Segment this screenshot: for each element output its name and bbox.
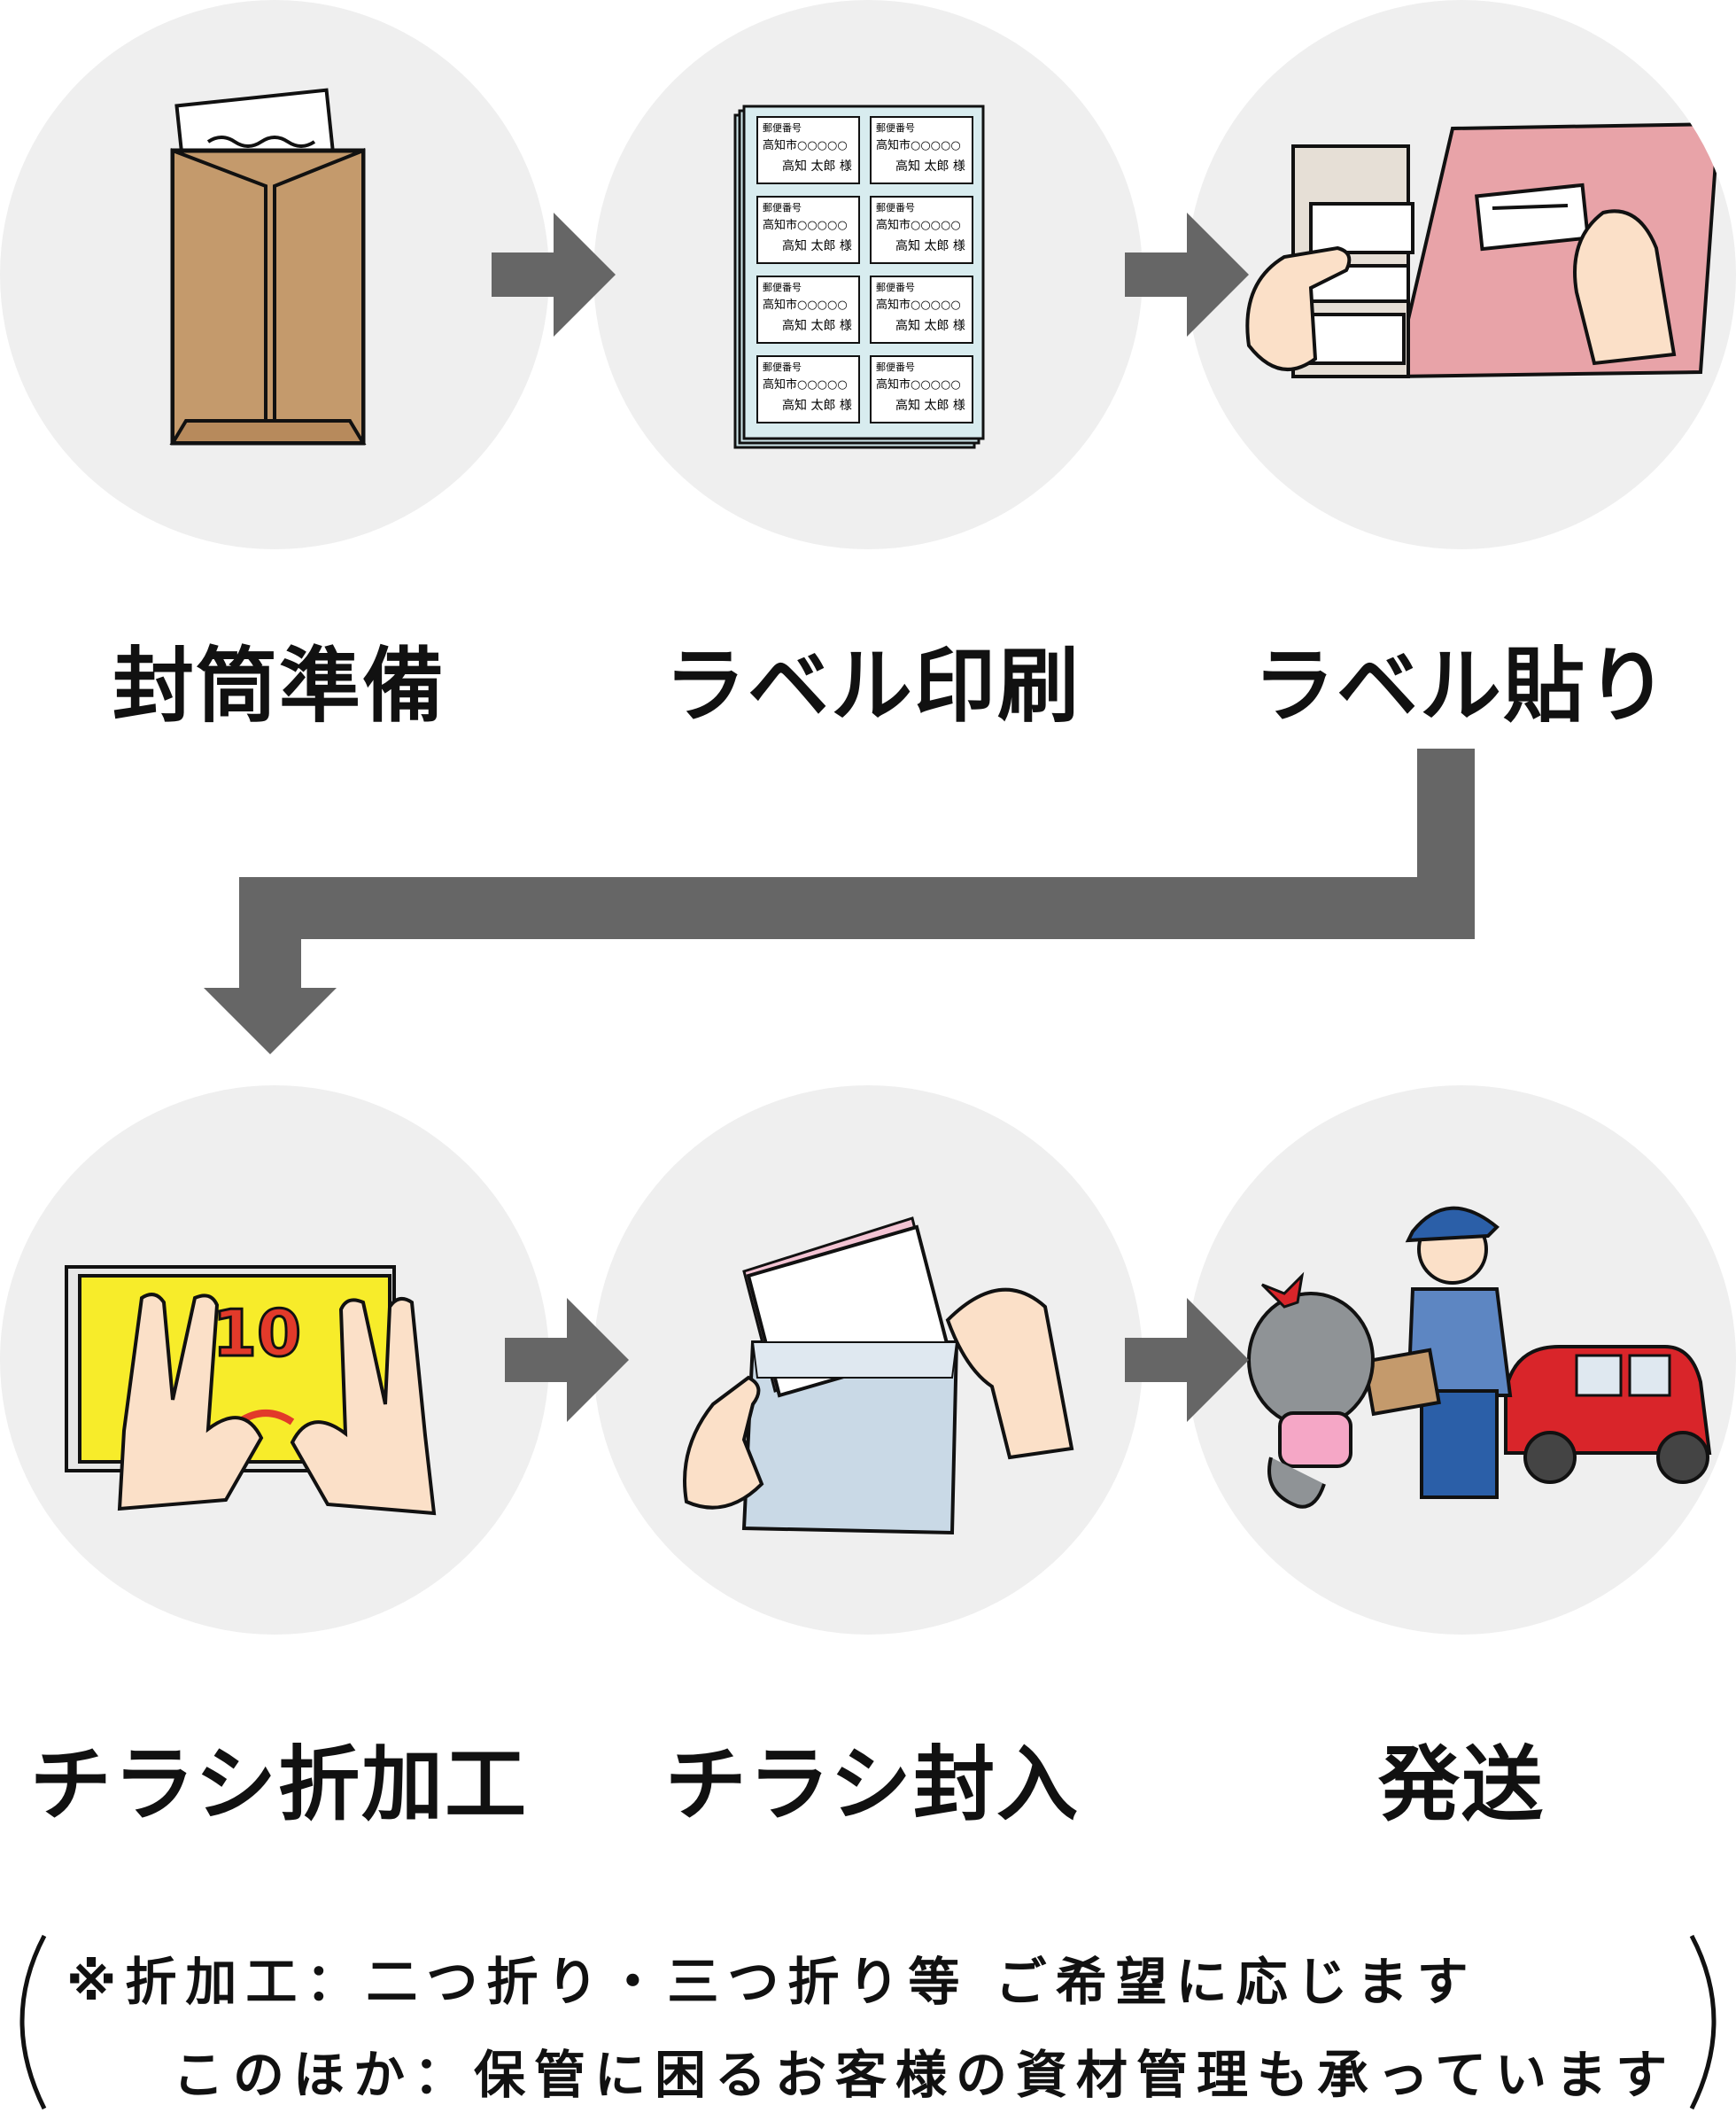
address-label-header: 郵便番号 bbox=[876, 202, 915, 214]
address-label-address: 高知市○○○○○ bbox=[763, 138, 848, 152]
envelope-icon bbox=[169, 88, 367, 446]
address-label-name: 高知 太郎 様 bbox=[782, 318, 852, 333]
address-label-header: 郵便番号 bbox=[763, 361, 802, 373]
address-label-address: 高知市○○○○○ bbox=[763, 377, 848, 392]
step-5-circle bbox=[593, 1085, 1143, 1635]
flyer-folding-icon: 10 bbox=[65, 1265, 437, 1516]
address-label-address: 高知市○○○○○ bbox=[876, 298, 961, 312]
arrow-right-2 bbox=[1125, 213, 1249, 337]
address-label-header: 郵便番号 bbox=[876, 282, 915, 293]
address-label-name: 高知 太郎 様 bbox=[782, 398, 852, 413]
step-2-circle: 郵便番号高知市○○○○○高知 太郎 様郵便番号高知市○○○○○高知 太郎 様郵便… bbox=[593, 0, 1143, 549]
step-label-flyer-insert: チラシ封入 bbox=[664, 1737, 1081, 1832]
step-label-label-print: ラベル印刷 bbox=[663, 639, 1081, 734]
flyer-insert-icon bbox=[683, 1216, 1074, 1535]
step-1-circle bbox=[0, 0, 549, 549]
postal-delivery-icon bbox=[1247, 1206, 1712, 1509]
address-label-header: 郵便番号 bbox=[876, 361, 915, 373]
address-label-name: 高知 太郎 様 bbox=[895, 159, 965, 174]
arrow-right-1 bbox=[492, 213, 616, 337]
step-3-circle bbox=[1187, 0, 1736, 549]
flyer-number: 10 bbox=[213, 1296, 301, 1371]
step-label-shipping: 発送 bbox=[1377, 1737, 1545, 1832]
step-label-label-stick: ラベル貼り bbox=[1252, 639, 1670, 734]
address-label-name: 高知 太郎 様 bbox=[782, 238, 852, 253]
address-label-address: 高知市○○○○○ bbox=[876, 218, 961, 232]
note-line-2: このほか：保管に困るお客様の資材管理も承っています bbox=[173, 2045, 1677, 2105]
connector-arrow bbox=[204, 749, 1475, 1054]
address-label-name: 高知 太郎 様 bbox=[895, 238, 965, 253]
right-paren bbox=[1689, 1934, 1717, 2110]
step-label-envelope-prep: 封筒準備 bbox=[112, 639, 446, 734]
address-label-name: 高知 太郎 様 bbox=[895, 398, 965, 413]
note-line-1: ※折加工：二つ折り・三つ折り等 ご希望に応じます bbox=[66, 1952, 1477, 2012]
address-label-address: 高知市○○○○○ bbox=[876, 377, 961, 392]
address-label-header: 郵便番号 bbox=[763, 202, 802, 214]
label-sticking-icon bbox=[1245, 121, 1721, 379]
address-label-address: 高知市○○○○○ bbox=[763, 298, 848, 312]
arrow-right-3 bbox=[505, 1298, 629, 1422]
address-label-address: 高知市○○○○○ bbox=[763, 218, 848, 232]
address-label-name: 高知 太郎 様 bbox=[895, 318, 965, 333]
note-box: ※折加工：二つ折り・三つ折り等 ご希望に応じます このほか：保管に困るお客様の資… bbox=[0, 1931, 1736, 2113]
step-label-flyer-fold: チラシ折加工 bbox=[29, 1737, 529, 1832]
address-label-header: 郵便番号 bbox=[763, 282, 802, 293]
address-label-name: 高知 太郎 様 bbox=[782, 159, 852, 174]
step-4-circle: 10 bbox=[0, 1085, 549, 1635]
address-label-header: 郵便番号 bbox=[876, 122, 915, 134]
address-label-header: 郵便番号 bbox=[763, 122, 802, 134]
arrow-right-4 bbox=[1125, 1298, 1249, 1422]
step-6-circle bbox=[1187, 1085, 1736, 1635]
left-paren bbox=[19, 1934, 47, 2110]
address-label-address: 高知市○○○○○ bbox=[876, 138, 961, 152]
